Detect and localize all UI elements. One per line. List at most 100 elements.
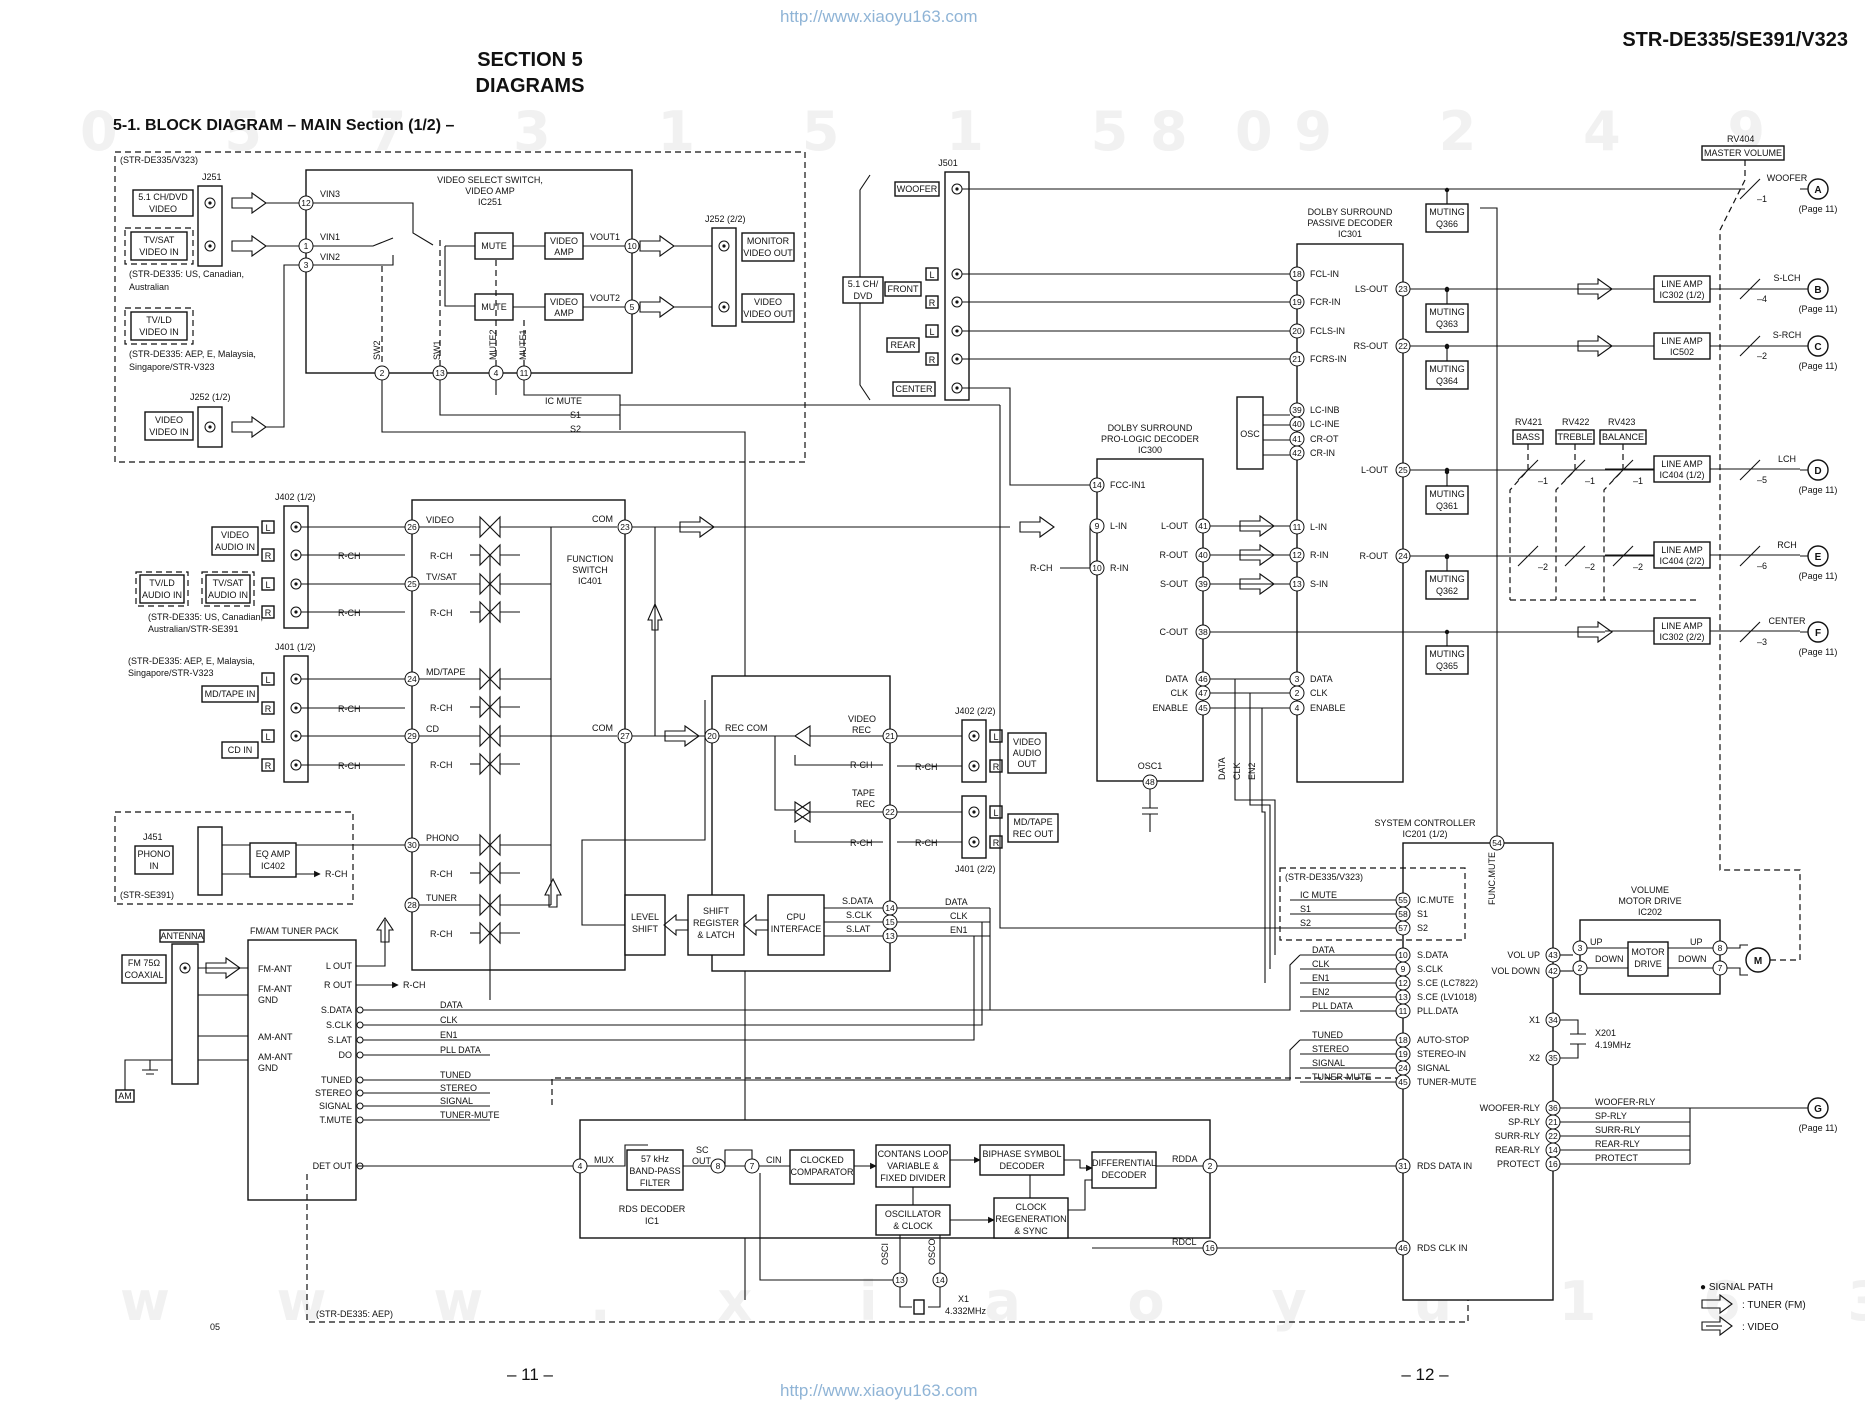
line-amp-label: IC404 (1/2) <box>1659 470 1704 480</box>
svg-text:COMPARATOR: COMPARATOR <box>790 1167 854 1177</box>
svg-text:FILTER: FILTER <box>640 1178 671 1188</box>
ic301-pin-label: LC-INB <box>1310 405 1340 415</box>
svg-text:WOOFER: WOOFER <box>897 184 938 194</box>
svg-text:DATA: DATA <box>945 897 968 907</box>
bus-label: CLK <box>1312 959 1330 969</box>
j501-inputs: J501 WOOFER 5.1 CH/ DVD FRONT REAR CENTE… <box>842 158 1745 486</box>
svg-text:2: 2 <box>1208 1161 1213 1171</box>
muting-label: Q365 <box>1436 661 1458 671</box>
svg-text:13: 13 <box>435 368 445 378</box>
muting-label: Q363 <box>1436 319 1458 329</box>
svg-text:R OUT: R OUT <box>324 980 353 990</box>
pin-number: 18 <box>1292 269 1302 279</box>
svg-text:& CLOCK: & CLOCK <box>893 1221 933 1231</box>
section-subtitle: DIAGRAMS <box>476 75 585 97</box>
ic301-pin-label: FCR-IN <box>1310 297 1341 307</box>
relay-bus-label: SURR-RLY <box>1595 1125 1640 1135</box>
channel-name: CENTER <box>1768 616 1806 626</box>
pin-number: 24 <box>407 674 417 684</box>
svg-text:VIDEO: VIDEO <box>149 204 177 214</box>
ic300-prologic-decoder: DOLBY SURROUND PRO-LOGIC DECODER IC300 1… <box>1030 423 1613 983</box>
ic301-out-label: RS-OUT <box>1354 341 1389 351</box>
relay-bus-label: PROTECT <box>1595 1153 1639 1163</box>
svg-text:EQ AMP: EQ AMP <box>256 849 291 859</box>
svg-text:4.332MHz: 4.332MHz <box>945 1306 987 1316</box>
svg-text:FUNCTION: FUNCTION <box>567 554 614 564</box>
svg-text:X1: X1 <box>958 1294 969 1304</box>
svg-text:L OUT: L OUT <box>326 961 353 971</box>
svg-text:AM-ANT: AM-ANT <box>258 1052 293 1062</box>
url-top[interactable]: http://www.xiaoyu163.com <box>780 7 977 26</box>
svg-text:12: 12 <box>301 198 311 208</box>
svg-text:CLK: CLK <box>1232 762 1242 780</box>
svg-text:(STR-DE335: US, Canadian,: (STR-DE335: US, Canadian, <box>129 269 244 279</box>
ic202-motor-drive: VOLUME MOTOR DRIVE IC202 MOTOR DRIVE UP … <box>1572 885 1800 995</box>
svg-text:BAND-PASS: BAND-PASS <box>629 1166 680 1176</box>
syscon-pin-label: VOL DOWN <box>1491 966 1540 976</box>
svg-text:: TUNER (FM): : TUNER (FM) <box>1742 1300 1806 1311</box>
page-ref: (Page 11) <box>1799 361 1838 371</box>
svg-text:(STR-DE335: AEP, E, Malaysia,: (STR-DE335: AEP, E, Malaysia, <box>129 349 256 359</box>
svg-text:CENTER: CENTER <box>895 384 933 394</box>
svg-text:DVD: DVD <box>853 291 873 301</box>
url-bottom[interactable]: http://www.xiaoyu163.com <box>780 1381 977 1400</box>
svg-text:IC251: IC251 <box>478 197 502 207</box>
svg-text:R-CH: R-CH <box>915 762 938 772</box>
syscon-pin-label: IC.MUTE <box>1417 895 1454 905</box>
svg-text:8: 8 <box>1718 943 1723 953</box>
syscon-pin-label: S.DATA <box>1417 950 1448 960</box>
svg-text:DATA: DATA <box>1217 757 1227 780</box>
svg-text:J401 (1/2): J401 (1/2) <box>275 642 316 652</box>
muting-label: Q362 <box>1436 586 1458 596</box>
svg-text:AM: AM <box>118 1091 132 1101</box>
svg-text:RV422: RV422 <box>1562 417 1589 427</box>
pin-number: 18 <box>1398 1035 1408 1045</box>
svg-text:L: L <box>929 270 934 280</box>
ic301-pin-label: S-IN <box>1310 579 1328 589</box>
r-ch-label: R-CH <box>430 929 453 939</box>
syscon-pin-label: S.CE (LC7822) <box>1417 978 1478 988</box>
svg-text:VIDEO IN: VIDEO IN <box>139 327 179 337</box>
line-amp-label: IC404 (2/2) <box>1659 556 1704 566</box>
svg-text:OUT: OUT <box>1018 759 1038 769</box>
svg-text:4: 4 <box>578 1161 583 1171</box>
svg-text:VIDEO: VIDEO <box>221 530 249 540</box>
ic300-out-label: L-OUT <box>1161 521 1189 531</box>
svg-text:MUTE: MUTE <box>481 302 507 312</box>
pin-number: 20 <box>1292 326 1302 336</box>
pin-number: 26 <box>407 522 417 532</box>
svg-text:VIDEO OUT: VIDEO OUT <box>743 309 793 319</box>
svg-text:R-CH: R-CH <box>915 838 938 848</box>
pin-number: 4 <box>1295 703 1300 713</box>
pin-number: 25 <box>1398 465 1408 475</box>
svg-text:CLOCK: CLOCK <box>1015 1202 1046 1212</box>
svg-text:R: R <box>993 762 1000 772</box>
svg-text:R: R <box>929 298 936 308</box>
channel-label: L <box>265 675 270 685</box>
muting-label: MUTING <box>1429 649 1465 659</box>
ic301-pin-label: L-IN <box>1310 522 1327 532</box>
pin-number: 25 <box>407 579 417 589</box>
muting-label: MUTING <box>1429 489 1465 499</box>
svg-text:PASSIVE DECODER: PASSIVE DECODER <box>1307 218 1393 228</box>
wiper-label: –1 <box>1538 476 1548 486</box>
svg-text:RV423: RV423 <box>1608 417 1635 427</box>
channel-label: R <box>265 761 272 771</box>
svg-text:& LATCH: & LATCH <box>697 930 734 940</box>
ic301-pin <box>1289 519 1305 535</box>
svg-text:AMP: AMP <box>554 308 574 318</box>
svg-text:TREBLE: TREBLE <box>1557 432 1592 442</box>
page-ref: (Page 11) <box>1799 204 1838 214</box>
r-ch-label: R-CH <box>430 551 453 561</box>
svg-text:RV421: RV421 <box>1515 417 1542 427</box>
syscon-pin-label: PROTECT <box>1497 1159 1541 1169</box>
svg-text:20: 20 <box>707 731 717 741</box>
crystal-label: X201 <box>1595 1028 1616 1038</box>
svg-text:VIDEO: VIDEO <box>754 297 782 307</box>
svg-text:R-CH: R-CH <box>403 980 426 990</box>
syscon-pin-label: SP-RLY <box>1508 1117 1540 1127</box>
svg-text:UP: UP <box>1690 937 1703 947</box>
muting-label: Q366 <box>1436 219 1458 229</box>
ic301-pin-label: CLK <box>1310 688 1328 698</box>
